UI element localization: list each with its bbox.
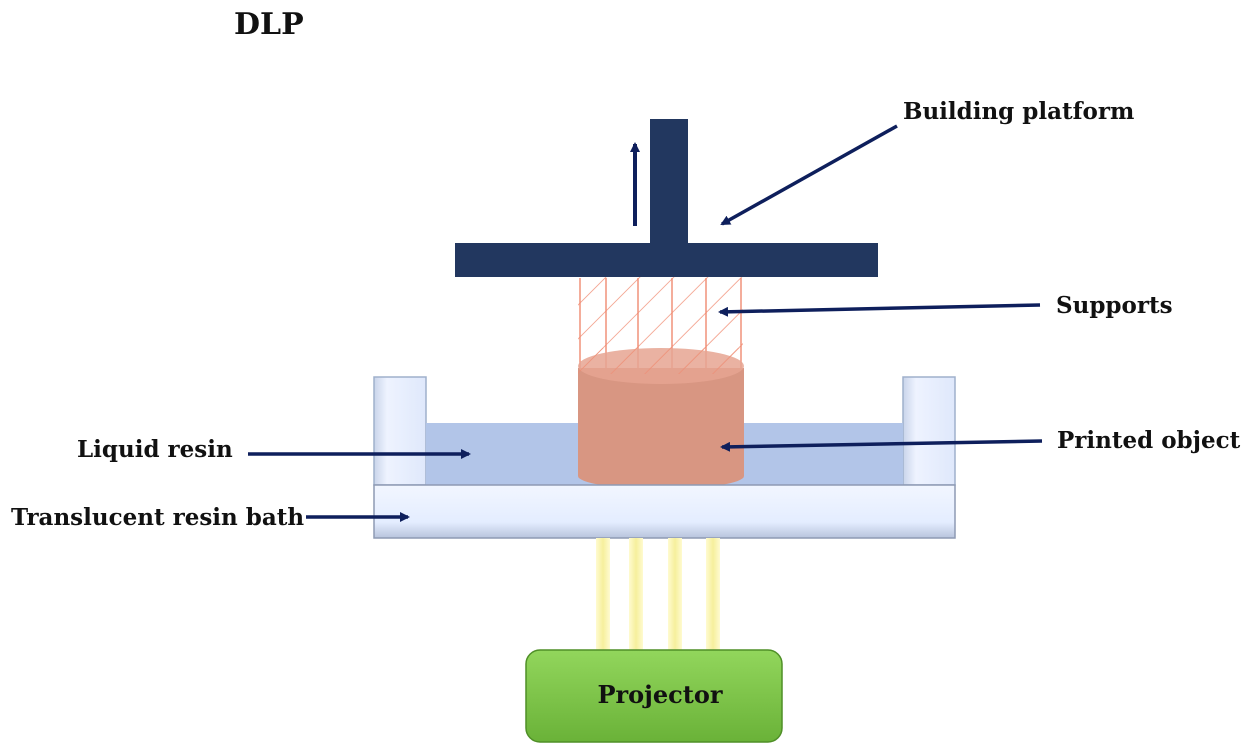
light-beam xyxy=(668,538,682,650)
translucent-resin-bath xyxy=(373,484,956,539)
building-platform-label: Building platform xyxy=(903,98,1134,125)
light-beam xyxy=(629,538,643,650)
projector-label: Projector xyxy=(597,680,722,709)
supports-arrow xyxy=(718,303,1041,317)
platform-stem xyxy=(650,119,688,246)
platform-bar xyxy=(455,243,878,277)
building-platform-arrow xyxy=(720,124,898,226)
light-beam xyxy=(706,538,720,650)
bath-right-wall xyxy=(902,376,956,486)
object-body xyxy=(578,368,744,489)
object-top-hatch xyxy=(578,348,744,374)
translucent-resin-bath-label: Translucent resin bath xyxy=(11,504,304,531)
printed-object-label: Printed object xyxy=(1057,427,1241,454)
supports-label: Supports xyxy=(1056,292,1173,319)
diagram-title: DLP xyxy=(234,7,304,42)
printed-object-arrow xyxy=(720,439,1043,452)
liquid-resin-label: Liquid resin xyxy=(77,436,233,463)
light-beam xyxy=(596,538,610,650)
printed-object xyxy=(578,348,744,489)
building-platform xyxy=(455,119,878,277)
bath-left-wall xyxy=(373,376,427,486)
projector-box xyxy=(525,649,783,743)
light-beams xyxy=(596,538,720,650)
